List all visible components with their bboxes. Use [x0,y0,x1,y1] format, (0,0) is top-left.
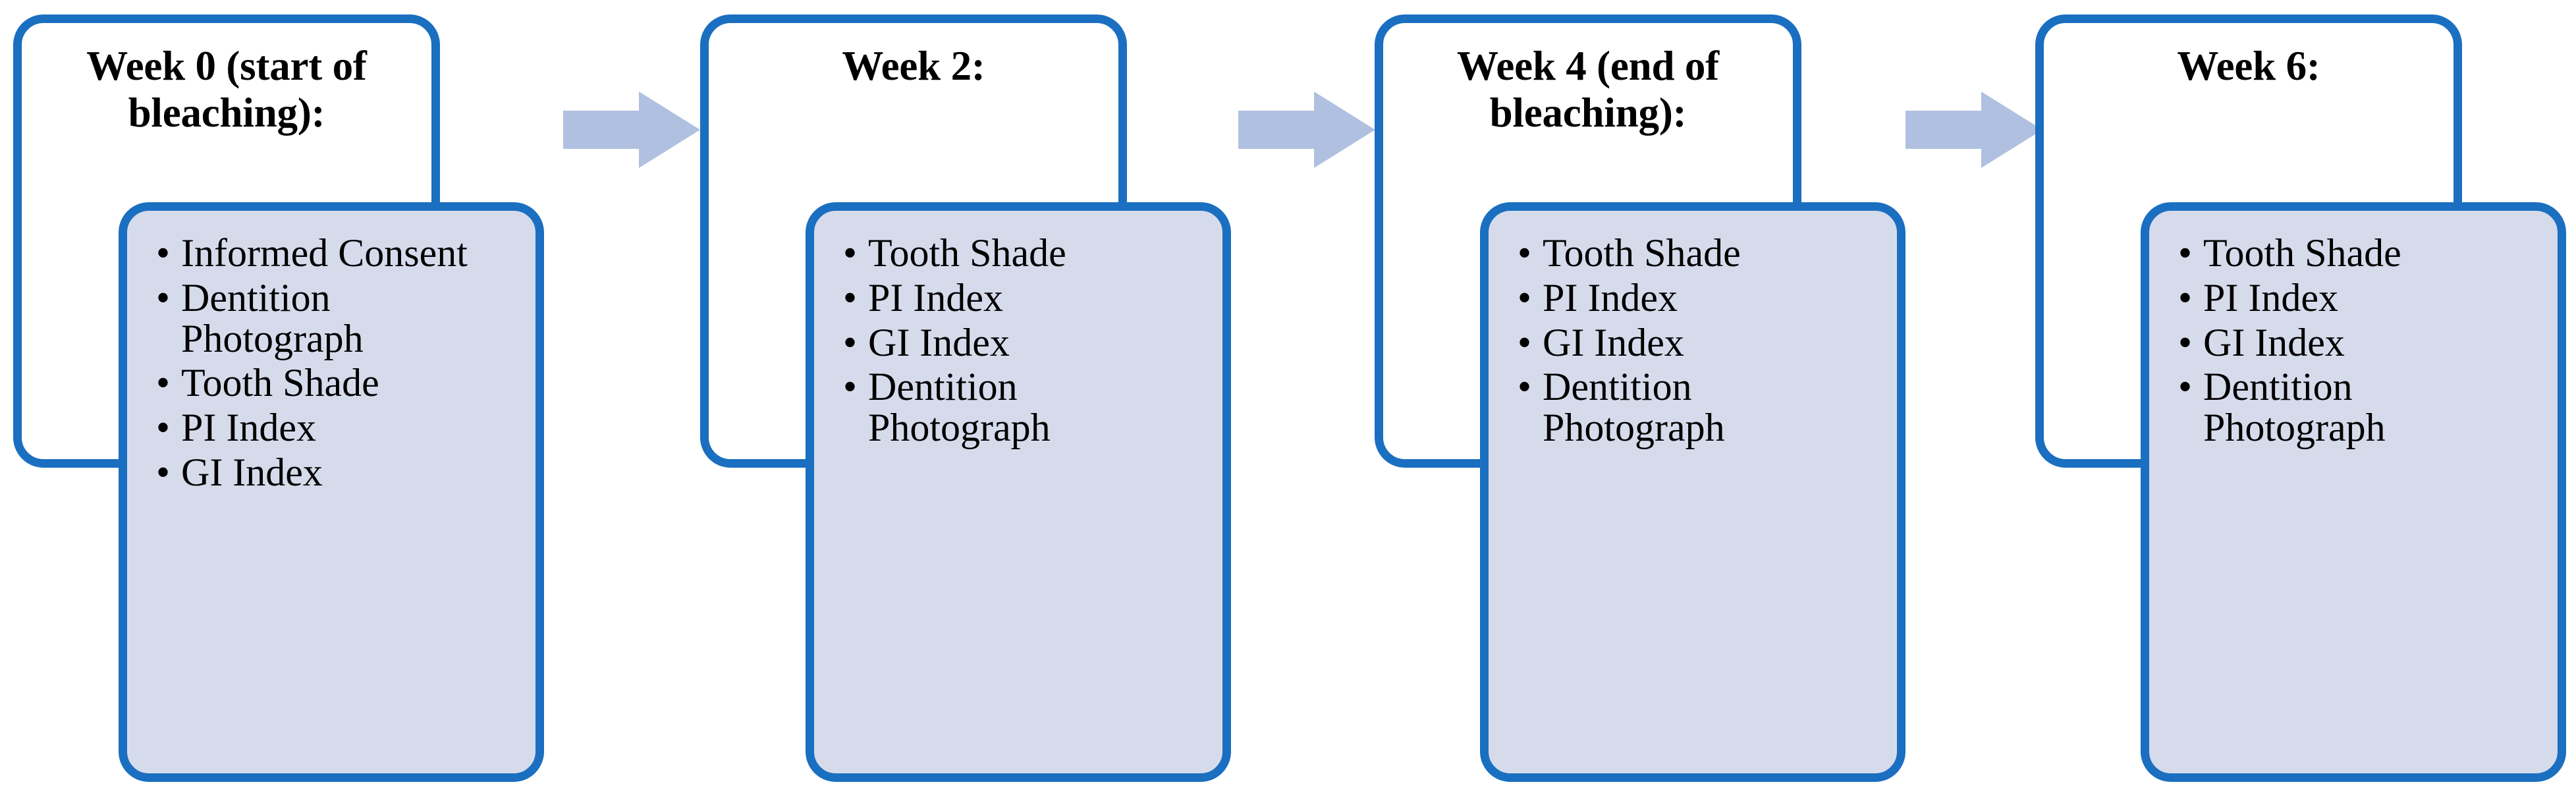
bullet-icon: • [843,275,858,319]
list-item-label: Tooth Shade [2203,231,2401,275]
list-item: •Tooth Shade [843,233,1207,274]
step-title: Week 2: [842,43,985,89]
flow-arrow-right-icon [1905,92,2042,168]
list-item-label: Dentition Photograph [2203,365,2386,450]
bullet-icon: • [843,231,858,275]
list-item: •Tooth Shade [156,361,520,405]
list-item: •Dentition Photograph [2178,367,2542,449]
step-content-card: •Tooth Shade •PI Index •GI Index •Dentit… [1480,202,1905,782]
step-item-list: •Tooth Shade •PI Index •GI Index •Dentit… [1489,211,1897,449]
timeline-step-week-4: Week 4 (end of bleaching): •Tooth Shade … [1375,0,1915,801]
bullet-icon: • [2178,231,2193,275]
list-item-label: Tooth Shade [1543,231,1741,275]
list-item: •Tooth Shade [1518,233,1881,274]
bullet-icon: • [843,365,858,409]
bullet-icon: • [1518,320,1532,364]
list-item-label: PI Index [868,275,1003,319]
step-item-list: •Tooth Shade •PI Index •GI Index •Dentit… [2149,211,2558,449]
list-item-label: GI Index [181,450,323,494]
list-item: •PI Index [156,406,520,450]
step-title: Week 0 (start of bleaching): [86,43,367,136]
list-item: •GI Index [2178,320,2542,364]
list-item: •GI Index [843,320,1207,364]
bullet-icon: • [843,320,858,364]
list-item-label: Tooth Shade [181,361,379,405]
list-item-label: Dentition Photograph [1543,365,1725,450]
list-item-label: GI Index [1543,320,1684,364]
list-item: •PI Index [2178,275,2542,319]
timeline-step-week-6: Week 6: •Tooth Shade •PI Index •GI Index… [2035,0,2575,801]
flow-arrow-right-icon [1238,92,1375,168]
bullet-icon: • [1518,275,1532,319]
bullet-icon: • [156,406,171,450]
bullet-icon: • [156,361,171,405]
bullet-icon: • [2178,320,2193,364]
list-item-label: PI Index [181,406,316,450]
list-item-label: GI Index [2203,320,2345,364]
list-item: •PI Index [843,275,1207,319]
timeline-step-week-2: Week 2: •Tooth Shade •PI Index •GI Index… [700,0,1240,801]
step-content-card: •Informed Consent •Dentition Photograph … [119,202,544,782]
list-item-label: Tooth Shade [868,231,1066,275]
list-item: •Dentition Photograph [1518,367,1881,449]
list-item-label: Informed Consent [181,231,468,275]
bullet-icon: • [2178,275,2193,319]
flow-arrow-right-icon [563,92,700,168]
step-title: Week 6: [2177,43,2320,89]
list-item: •GI Index [1518,320,1881,364]
list-item-label: Dentition Photograph [181,275,364,360]
step-item-list: •Tooth Shade •PI Index •GI Index •Dentit… [814,211,1222,449]
list-item: •GI Index [156,450,520,494]
list-item: •Dentition Photograph [843,367,1207,449]
bullet-icon: • [156,275,171,319]
timeline-step-week-0: Week 0 (start of bleaching): •Informed C… [13,0,553,801]
step-item-list: •Informed Consent •Dentition Photograph … [127,211,535,493]
list-item: •Informed Consent [156,233,520,274]
list-item-label: Dentition Photograph [868,365,1051,450]
list-item: •Tooth Shade [2178,233,2542,274]
bullet-icon: • [156,450,171,494]
bullet-icon: • [1518,231,1532,275]
step-title: Week 4 (end of bleaching): [1457,43,1719,136]
bullet-icon: • [156,231,171,275]
step-content-card: •Tooth Shade •PI Index •GI Index •Dentit… [806,202,1231,782]
list-item: •PI Index [1518,275,1881,319]
list-item: •Dentition Photograph [156,275,520,360]
bullet-icon: • [2178,365,2193,409]
list-item-label: GI Index [868,320,1010,364]
bullet-icon: • [1518,365,1532,409]
list-item-label: PI Index [2203,275,2338,319]
step-content-card: •Tooth Shade •PI Index •GI Index •Dentit… [2141,202,2566,782]
list-item-label: PI Index [1543,275,1678,319]
